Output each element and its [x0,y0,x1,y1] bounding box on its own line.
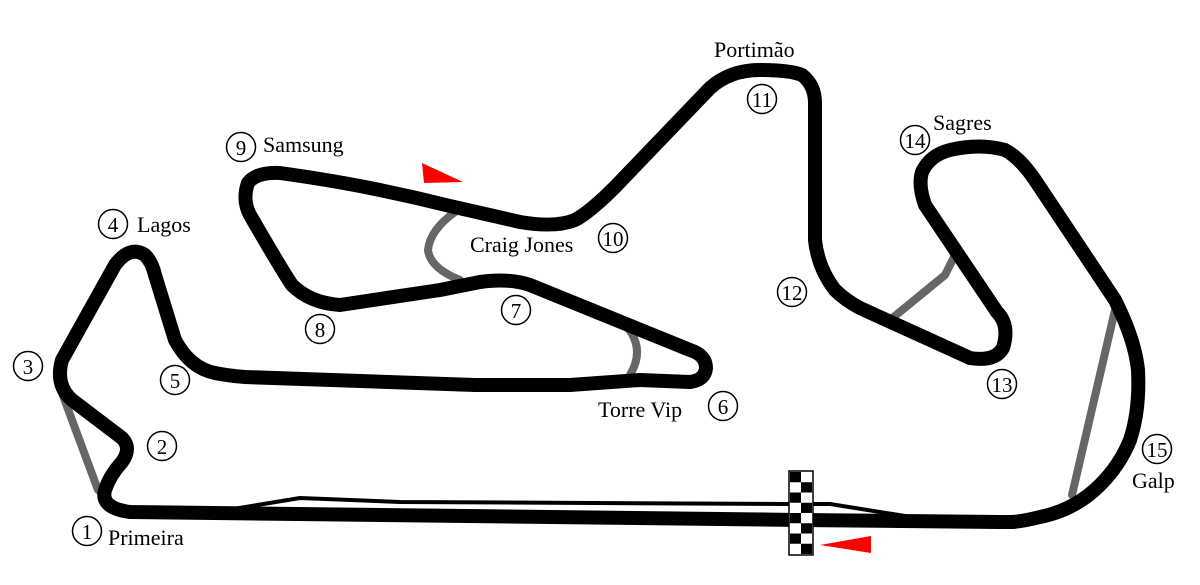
runoff-link-15 [1068,306,1119,499]
turn-marker-7: 7 [500,294,532,326]
runoff-link-13 [886,251,959,324]
turn-marker-11: 11 Portimão [714,37,795,115]
turn-number-circle [746,83,778,115]
turn-name: Primeira [108,525,184,550]
turn-number-circle [1141,433,1173,465]
turn-number: 12 [782,281,803,305]
turn-number-circle [225,131,257,163]
turn-number-circle [597,222,629,254]
turn-name: Portimão [714,37,795,62]
start-finish-line [788,470,814,556]
turn-name: Samsung [263,132,344,157]
turn-number: 6 [718,395,729,419]
turn-marker-9: 9 Samsung [225,131,344,163]
turn-marker-4: 4 Lagos [97,208,191,240]
race-track [53,63,1146,529]
runoff-link-9 [424,208,464,284]
turn-number: 13 [992,373,1013,397]
turn-number-circle [304,313,336,345]
turn-name: Craig Jones [470,232,573,257]
turn-number: 7 [511,299,522,323]
turn-name: Galp [1132,468,1175,493]
turn-number-circle [899,124,931,156]
runoff-link-3 [58,389,102,494]
turn-number-circle [97,208,129,240]
turn-number: 10 [603,227,624,251]
turn-number-circle [707,390,739,422]
turn-number-circle [986,368,1018,400]
turn-marker-1: 1 Primeira [71,515,184,550]
turn-number-circle [776,276,808,308]
turn-number: 2 [157,435,168,459]
turn-number: 9 [236,136,247,160]
turn-name: Lagos [137,212,191,237]
turn-marker-6: 6 Torre Vip [598,390,739,422]
turn-number: 11 [752,88,772,112]
turn-number: 8 [315,318,326,342]
turn-number-circle [146,430,178,462]
turn-number-circle [71,515,103,547]
turn-marker-5: 5 [159,364,191,396]
turn-marker-10: 10 Craig Jones [470,222,629,257]
turn-number: 15 [1147,438,1168,462]
turn-marker-12: 12 [776,276,808,308]
turn-number: 5 [170,369,181,393]
direction-arrow-icon [820,536,871,553]
pit-lane [213,496,907,518]
turn-name: Torre Vip [598,397,682,422]
turn-number-circle [12,350,44,382]
turn-number: 14 [905,129,927,153]
turn-marker-13: 13 [986,368,1018,400]
turn-marker-2: 2 [146,430,178,462]
turn-number: 4 [108,213,119,237]
turn-number: 1 [82,520,93,544]
turn-name: Sagres [933,110,992,135]
direction-arrow-icon [422,163,463,183]
turn-number-circle [500,294,532,326]
turn-number: 3 [23,355,34,379]
turn-marker-8: 8 [304,313,336,345]
turn-marker-3: 3 [12,350,44,382]
turn-number-circle [159,364,191,396]
